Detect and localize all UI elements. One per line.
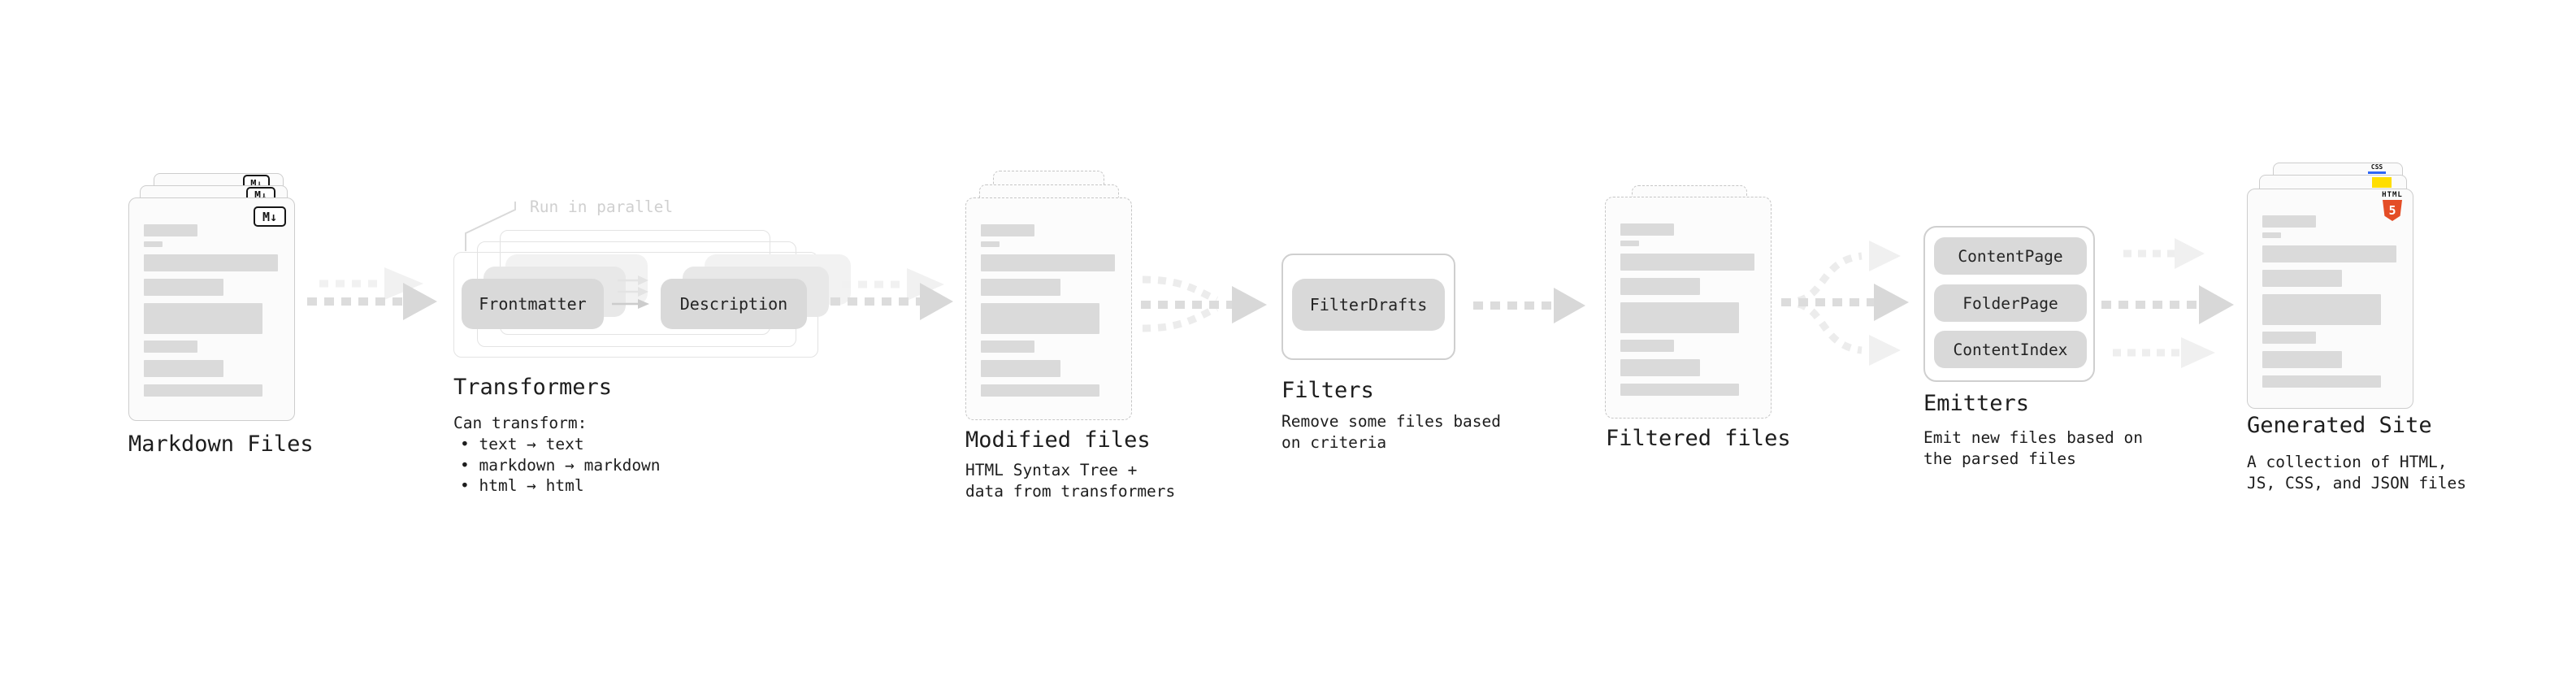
arrow-markdown-to-transformers	[307, 267, 437, 320]
arrow-emitters-to-generated	[2101, 238, 2234, 368]
doc-text-bar	[1620, 278, 1700, 295]
description-pill: Description	[661, 279, 807, 329]
doc-text-bar	[981, 384, 1099, 397]
css-icon-label: CSS	[2370, 163, 2383, 171]
doc-text-bar	[2262, 351, 2342, 368]
folderpage-pill: FolderPage	[1934, 284, 2087, 322]
doc-text-bar	[2262, 270, 2342, 287]
html5-icon: HTML 5	[2380, 191, 2405, 221]
modified-files-label: Modified files	[965, 427, 1151, 453]
contentpage-pill: ContentPage	[1934, 237, 2087, 275]
doc-text-bar	[144, 360, 223, 377]
markdown-file-card	[128, 197, 295, 421]
doc-text-bar	[981, 340, 1034, 353]
emitters-desc: Emit new files based on the parsed files	[1923, 428, 2144, 468]
transform-bullet: • markdown → markdown	[460, 455, 661, 475]
doc-text-bar	[144, 340, 197, 353]
arrow-filters-to-filtered	[1473, 288, 1585, 323]
doc-text-bar	[981, 254, 1115, 271]
doc-text-bar	[1620, 359, 1700, 376]
doc-text-bar	[2262, 215, 2316, 228]
transformers-label: Transformers	[453, 375, 613, 400]
doc-text-bar	[144, 384, 262, 397]
markdown-files-label: Markdown Files	[128, 432, 314, 457]
html5-shield: 5	[2383, 200, 2402, 221]
doc-text-bar	[981, 279, 1060, 296]
html5-icon-label: HTML	[2382, 191, 2403, 199]
doc-text-bar	[144, 241, 163, 247]
generated-site-desc: A collection of HTML, JS, CSS, and JSON …	[2247, 453, 2467, 492]
filtered-file-card	[1605, 197, 1772, 419]
transform-bullet: • html → html	[460, 476, 584, 495]
arrow-filtered-to-emitters	[1781, 241, 1909, 366]
doc-text-bar	[1620, 384, 1739, 396]
doc-text-bar	[1620, 340, 1674, 352]
transformers-bullet-list: • text → text • markdown → markdown • ht…	[460, 434, 661, 497]
css-icon: CSS	[2366, 163, 2387, 174]
html5-number: 5	[2388, 203, 2396, 218]
doc-text-bar	[981, 224, 1034, 236]
emitters-label: Emitters	[1923, 391, 2030, 416]
modified-file-card	[965, 197, 1132, 420]
filters-desc: Remove some files based on criteria	[1281, 412, 1502, 452]
filterdrafts-pill: FilterDrafts	[1292, 279, 1445, 331]
css-icon-underline	[2368, 171, 2386, 174]
doc-text-bar	[981, 241, 1000, 247]
doc-text-bar	[2262, 245, 2396, 262]
doc-text-bar	[1620, 254, 1754, 271]
doc-text-bar	[1620, 223, 1674, 236]
doc-text-bar	[144, 279, 223, 296]
filtered-files-label: Filtered files	[1606, 426, 1791, 451]
transform-bullet: • text → text	[460, 435, 584, 453]
frontmatter-pill: Frontmatter	[462, 279, 604, 329]
doc-text-bar	[144, 303, 262, 334]
doc-text-bar	[1620, 241, 1639, 246]
contentindex-pill: ContentIndex	[1934, 331, 2087, 368]
doc-text-bar	[2262, 232, 2281, 238]
transformers-desc-title: Can transform:	[453, 414, 588, 432]
arrow-modified-to-filters	[1141, 275, 1267, 332]
modified-files-desc: HTML Syntax Tree + data from transformer…	[965, 461, 1176, 501]
doc-text-bar	[1620, 302, 1739, 333]
markdown-icon: M↓	[254, 206, 286, 227]
doc-text-bar	[981, 303, 1099, 334]
doc-text-bar	[2262, 294, 2381, 325]
doc-text-bar	[144, 254, 278, 271]
filters-label: Filters	[1281, 378, 1374, 403]
doc-text-bar	[2262, 375, 2381, 388]
generated-site-label: Generated Site	[2247, 413, 2432, 438]
doc-text-bar	[981, 360, 1060, 377]
js-icon	[2372, 177, 2392, 188]
doc-text-bar	[144, 224, 197, 236]
doc-text-bar	[2262, 332, 2316, 344]
generated-file-card	[2247, 189, 2413, 409]
run-in-parallel-annotation: Run in parallel	[530, 197, 674, 216]
